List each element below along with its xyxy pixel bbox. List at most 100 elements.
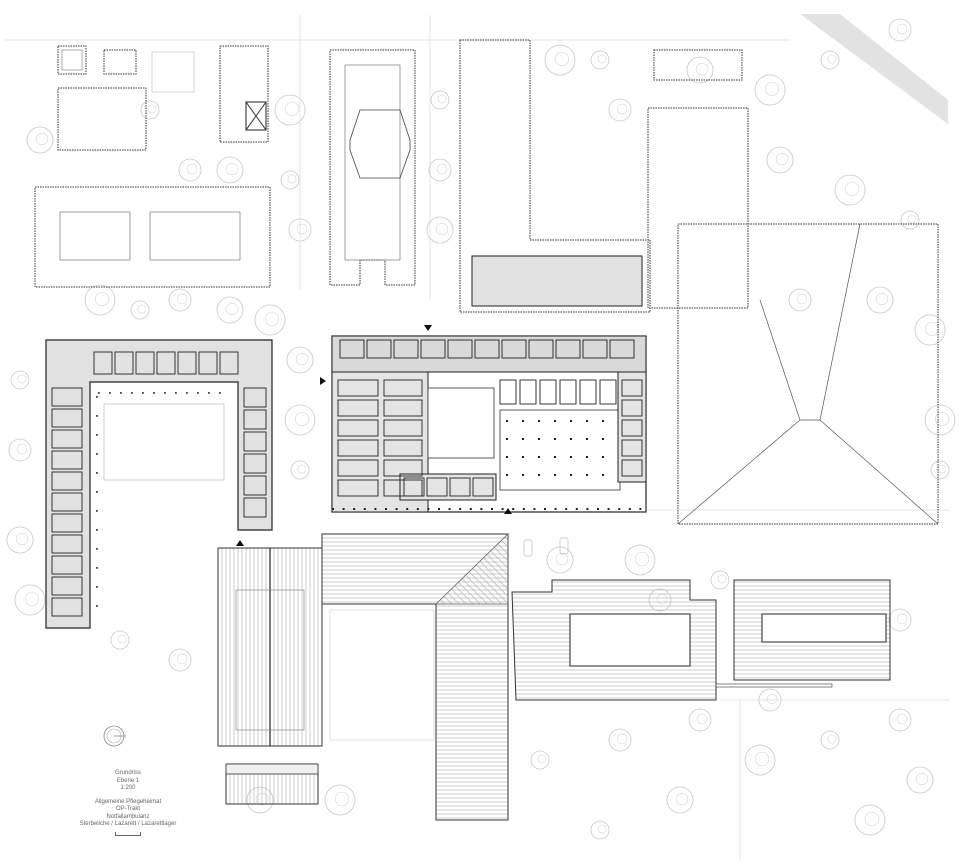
- room: [474, 339, 500, 359]
- room: [198, 351, 218, 375]
- tree-icon: [287, 174, 297, 184]
- tree-icon: [334, 791, 350, 807]
- tree-icon: [137, 304, 147, 314]
- column: [570, 474, 572, 476]
- column: [208, 392, 210, 394]
- room: [243, 453, 267, 474]
- tree-icon: [294, 411, 310, 427]
- room: [337, 479, 379, 497]
- column: [597, 508, 599, 510]
- column: [570, 456, 572, 458]
- south-buildings: [217, 533, 509, 821]
- tree-icon: [94, 291, 110, 307]
- room: [621, 379, 643, 397]
- parking: [523, 537, 569, 557]
- column: [602, 438, 604, 440]
- block-with-stairs: [219, 45, 269, 143]
- column: [96, 510, 98, 512]
- tree-icon: [216, 156, 244, 184]
- room: [383, 399, 423, 417]
- column: [96, 415, 98, 417]
- roof-inner: [235, 589, 305, 731]
- entrance-markers: [236, 325, 512, 546]
- room: [337, 459, 379, 477]
- tree-icon: [84, 284, 116, 316]
- column: [522, 474, 524, 476]
- room: [51, 513, 83, 533]
- column: [469, 508, 472, 510]
- tree-icon: [766, 693, 778, 705]
- tree-icon: [24, 591, 40, 607]
- column: [586, 456, 588, 458]
- building-twin-blocks: [329, 49, 416, 286]
- room: [599, 379, 617, 405]
- room: [337, 439, 379, 457]
- column: [491, 508, 493, 510]
- garden-south: [329, 609, 435, 741]
- courtyard-buildings-south-east: [511, 579, 891, 701]
- column: [363, 508, 366, 510]
- column: [538, 456, 540, 458]
- small-block: [653, 49, 743, 81]
- entrance-arrow-icon: [320, 377, 326, 385]
- column: [459, 508, 462, 510]
- tree-icon: [176, 293, 188, 305]
- tree-icon: [15, 532, 29, 546]
- column: [602, 474, 604, 476]
- tree-icon: [130, 300, 150, 320]
- room: [528, 339, 554, 359]
- tree-icon: [915, 772, 929, 786]
- tree-icon: [537, 754, 547, 764]
- room: [403, 477, 425, 497]
- tree-icon: [827, 734, 837, 744]
- tree-icon: [284, 404, 316, 436]
- tree-icon: [937, 464, 947, 474]
- room: [51, 576, 83, 596]
- column: [219, 392, 221, 394]
- column: [533, 508, 536, 510]
- courtyard-b: [761, 613, 887, 643]
- room: [609, 339, 635, 359]
- tree-icon: [280, 170, 300, 190]
- column: [501, 508, 504, 510]
- room: [383, 439, 423, 457]
- tree-icon: [888, 708, 912, 732]
- room: [420, 339, 446, 359]
- column: [554, 438, 556, 440]
- room: [383, 419, 423, 437]
- tree-icon: [764, 81, 780, 97]
- entrance-arrow-icon: [424, 325, 432, 331]
- column: [628, 508, 631, 510]
- ward-rooms: [471, 255, 643, 307]
- column: [586, 420, 588, 422]
- column: [522, 508, 525, 510]
- room: [337, 399, 379, 417]
- roof-hip: [435, 533, 509, 605]
- tree-icon: [288, 218, 312, 242]
- tree-icon: [888, 608, 912, 632]
- tree-icon: [274, 94, 306, 126]
- column: [538, 474, 540, 476]
- legend-program: Notfallambulanz: [106, 813, 150, 820]
- tree-icon: [616, 733, 628, 745]
- column: [96, 548, 98, 550]
- column: [131, 392, 133, 394]
- court-east: [499, 409, 621, 491]
- tree-icon: [854, 804, 886, 836]
- tree-icon: [758, 688, 782, 712]
- tree-icon: [225, 302, 239, 316]
- column: [385, 508, 387, 510]
- tree-icon: [930, 460, 950, 480]
- column: [186, 392, 188, 394]
- column: [586, 474, 588, 476]
- tree-icon: [766, 146, 794, 174]
- column: [96, 567, 98, 569]
- tree-icon: [906, 766, 934, 794]
- tree-icon: [428, 158, 452, 182]
- tree-icon: [844, 181, 860, 197]
- tree-icon: [178, 158, 202, 182]
- garden-court: [103, 403, 225, 481]
- column: [197, 392, 199, 394]
- tree-icon: [117, 634, 127, 644]
- tree-icon: [827, 54, 837, 64]
